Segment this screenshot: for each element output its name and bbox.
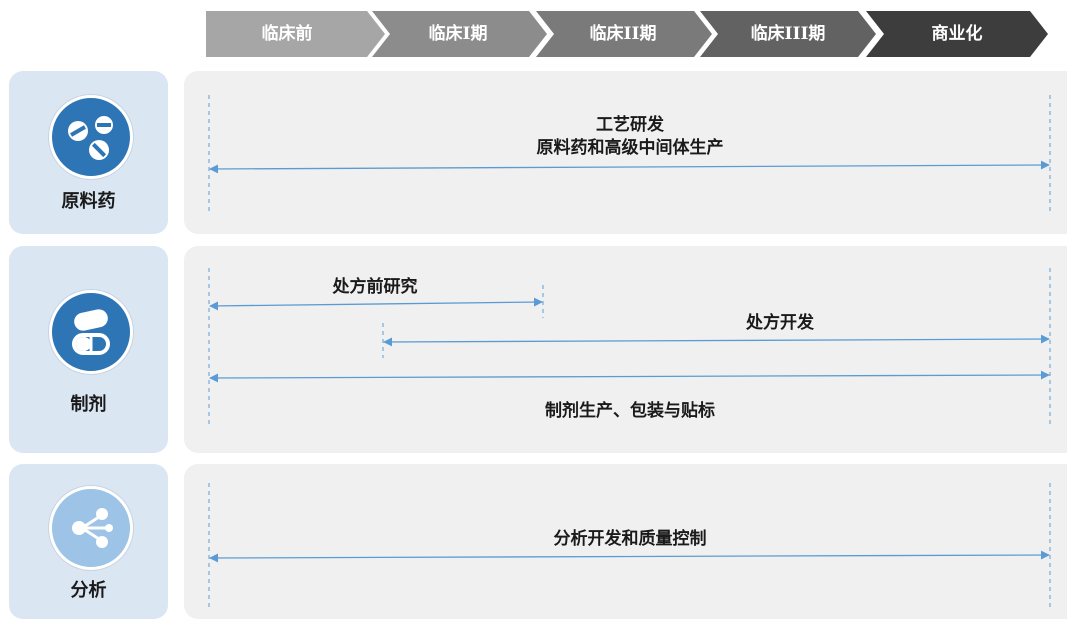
stage-chevron-phase3: [700, 11, 876, 57]
arrow-preformulation: [209, 297, 543, 311]
bar-label-manufacturing: 制剂生产、包装与贴标: [545, 401, 715, 421]
bar-label-analysis: 分析开发和质量控制: [553, 529, 707, 549]
stage-banner: [206, 11, 1048, 57]
stage-chevron-phase1: [372, 11, 547, 57]
category-card-api: 原料药: [9, 71, 168, 234]
stage-chevron-phase2: [536, 11, 712, 57]
category-card-formulation: 制剂: [9, 246, 168, 453]
stage-label-phase3: 临床III期: [750, 24, 826, 44]
category-card-analysis: 分析: [9, 464, 168, 619]
arrow-manufacturing: [209, 370, 1050, 383]
pills-icon: [49, 95, 133, 179]
row-panel-analysis: [184, 464, 1067, 619]
category-label-analysis: 分析: [70, 580, 107, 601]
bar-label-formulation-dev: 处方开发: [746, 313, 814, 333]
stage-label-preclinical: 临床前: [261, 24, 313, 44]
arrow-formulation-dev: [383, 334, 1050, 347]
stage-label-phase1: 临床I期: [428, 24, 488, 44]
bar-label-process-dev: 工艺研发: [596, 115, 664, 135]
category-label-api: 原料药: [61, 191, 116, 212]
stage-label-commercial: 商业化: [931, 24, 983, 44]
arrow-analysis: [209, 550, 1050, 563]
stage-chevron-preclinical: [206, 11, 385, 57]
stage-chevron-commercial: [866, 11, 1048, 57]
capsule-icon: [49, 290, 133, 374]
row-panel-api: [184, 71, 1067, 234]
bar-label-api-production: 原料药和高级中间体生产: [536, 138, 724, 158]
share-nodes-icon: [49, 486, 133, 570]
category-label-formulation: 制剂: [70, 394, 107, 415]
bar-label-preformulation: 处方前研究: [332, 277, 418, 297]
stage-label-phase2: 临床II期: [589, 24, 657, 44]
row-panel-formulation: [184, 246, 1067, 453]
arrow-api-production: [209, 160, 1050, 174]
